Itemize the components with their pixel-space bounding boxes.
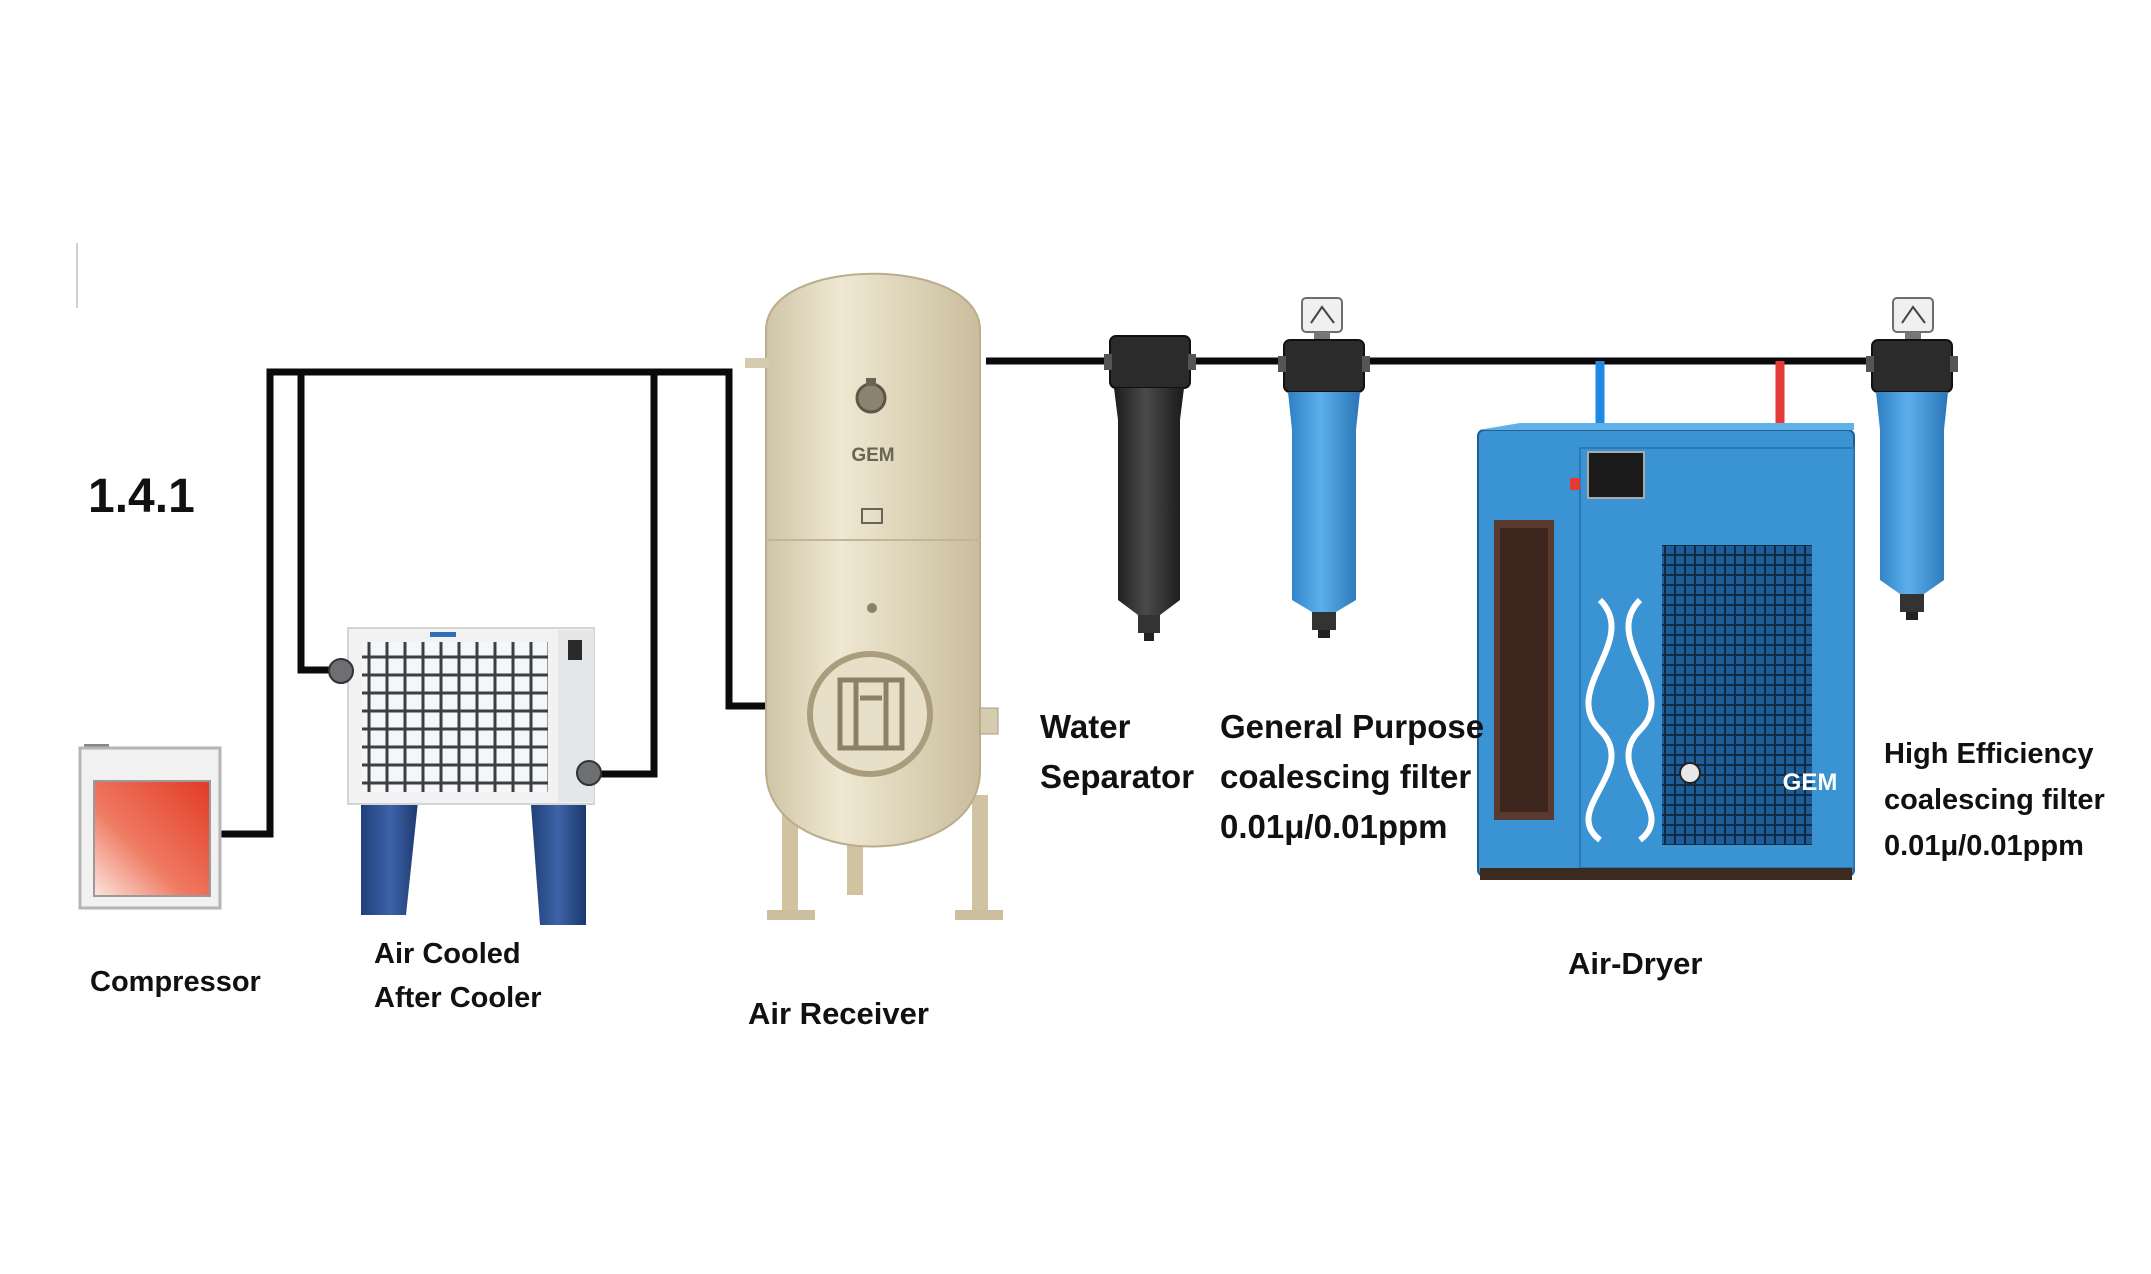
after-cooler-label: Air Cooled After Cooler [374, 940, 542, 1028]
high-efficiency-filter-label: High Efficiency coalescing filter 0.01μ/… [1884, 740, 2105, 878]
general-purpose-filter-label-line: coalescing filter [1220, 758, 1472, 795]
after-cooler-label-line: Air Cooled [374, 938, 521, 970]
air-dryer: GEM [1477, 423, 1855, 880]
after-cooler-label-line: After Cooler [374, 982, 542, 1014]
after-cooler [328, 627, 602, 925]
water-separator-label-line: Water [1040, 708, 1131, 745]
general-purpose-filter-rating: 0.01μ/0.01ppm [1220, 808, 1448, 845]
high-efficiency-filter-rating: 0.01μ/0.01ppm [1884, 830, 2084, 862]
air-receiver: GEM [745, 272, 1003, 920]
water-separator-label: Water Separator [1040, 710, 1194, 810]
pipe-compressor-to-receiver [213, 368, 770, 838]
high-efficiency-filter-label-line: High Efficiency [1884, 738, 2094, 770]
receiver-brand-text: GEM [851, 445, 894, 466]
dryer-brand-text: GEM [1783, 769, 1838, 796]
figure-number: 1.4.1 [88, 470, 195, 523]
pipe-network [213, 357, 1870, 838]
air-receiver-label: Air Receiver [748, 996, 929, 1031]
high-efficiency-filter [1866, 297, 1958, 620]
pipe-cooler-inlet [297, 372, 336, 674]
water-separator-label-line: Separator [1040, 758, 1195, 795]
compressor [78, 744, 222, 910]
compressor-label: Compressor [90, 966, 261, 998]
air-dryer-label: Air-Dryer [1568, 946, 1703, 981]
general-purpose-filter [1278, 297, 1370, 638]
general-purpose-filter-label: General Purpose coalescing filter 0.01μ/… [1220, 710, 1484, 860]
high-efficiency-filter-label-line: coalescing filter [1884, 784, 2105, 816]
water-separator [1104, 335, 1196, 641]
pipe-cooler-outlet [588, 372, 658, 778]
general-purpose-filter-label-line: General Purpose [1220, 708, 1485, 745]
